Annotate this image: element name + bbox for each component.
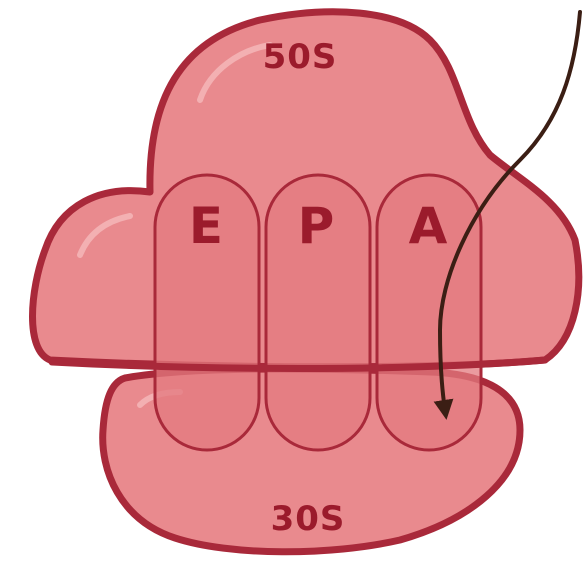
site-p-label: P [298,197,335,255]
site-e-label: E [189,197,223,255]
small-subunit-label: 30S [271,499,346,539]
site-a-label: A [409,197,448,255]
large-subunit-label: 50S [263,37,338,77]
